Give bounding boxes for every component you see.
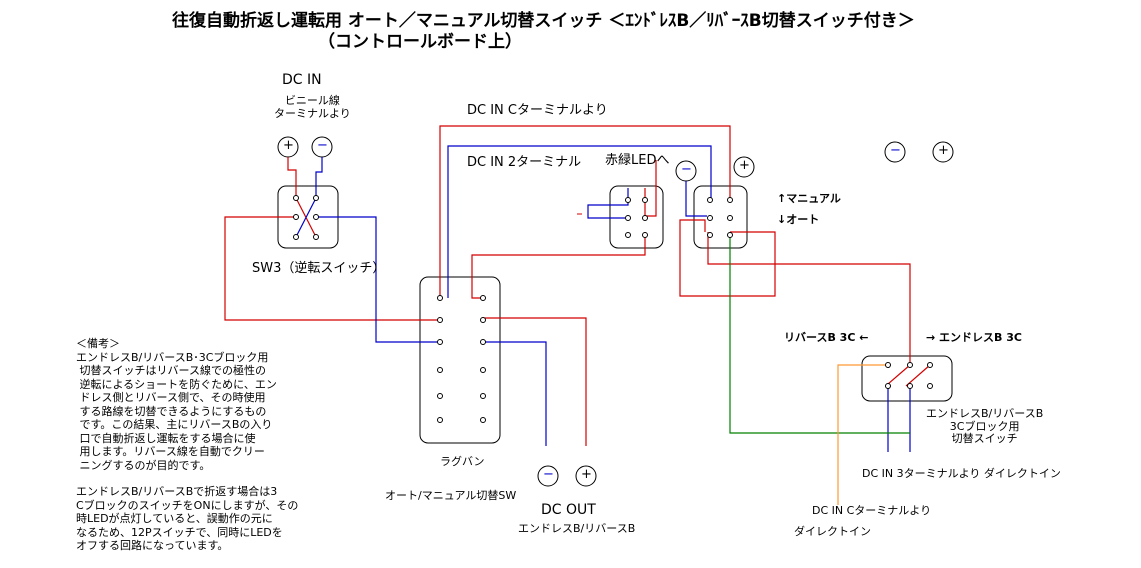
red-led-label: 赤緑LEDへ xyxy=(605,153,670,168)
page-subtitle: （コントロールボード上） xyxy=(318,32,522,52)
lugban-box xyxy=(419,276,501,444)
dc-out-label: DC OUT xyxy=(541,502,596,518)
plus-sign-dcin: + xyxy=(283,138,294,153)
minus-terminal-right xyxy=(884,141,906,163)
minus-sign-right: − xyxy=(890,143,901,158)
endless-note: エンドレスB/リバースBで折返す場合は3 CブロックのスイッチをONにしますが、… xyxy=(76,485,299,552)
plus-terminal-manual xyxy=(733,156,755,178)
block-switch-box xyxy=(861,355,953,402)
page-title: 往復自動折返し運転用 オート／マニュアル切替スイッチ ＜ｴﾝﾄﾞﾚｽB／ﾘﾊﾞｰ… xyxy=(172,11,915,31)
dc-in-2-label: DC IN 2ターミナル xyxy=(467,155,582,170)
plus-terminal-dcout xyxy=(575,465,597,487)
direct-in-label: ダイレクトイン xyxy=(794,525,871,538)
minus-sign-dcout: − xyxy=(543,467,554,482)
dc-in-3-label: DC IN 3ターミナルより ダイレクトイン xyxy=(862,467,1061,480)
remark-note: ＜備考＞ エンドレスB/リバースB･3Cブロック用 切替スイッチはリバース線での… xyxy=(76,337,277,472)
plus-sign-manual: + xyxy=(739,158,750,173)
auto-manual-sw-label: オート/マニュアル切替SW xyxy=(385,489,517,502)
lugban-label: ラグバン xyxy=(440,455,485,468)
minus-sign-led: − xyxy=(681,162,692,177)
dc-in-c-bottom-label: DC IN Cターミナルより xyxy=(812,504,932,517)
plus-sign-right: + xyxy=(938,143,949,158)
minus-terminal-dcout xyxy=(537,465,559,487)
minus-sign-dcin: − xyxy=(317,138,328,153)
auto-label: ↓オート xyxy=(777,213,820,226)
manual-auto-box xyxy=(693,185,748,249)
led-connector-box xyxy=(609,185,664,249)
dc-in-label: DC IN xyxy=(282,72,322,88)
dc-out-sub-label: エンドレスB/リバースB xyxy=(518,522,636,535)
block-switch-label: エンドレスB/リバースB 3Cブロック用 切替スイッチ xyxy=(926,407,1044,446)
sw3-label: SW3（逆転スイッチ） xyxy=(252,261,386,276)
reverse-3c-label: リバースB 3C ← xyxy=(784,331,869,344)
endless-3c-label: → エンドレスB 3C xyxy=(926,331,1022,344)
plus-terminal-right xyxy=(932,141,954,163)
manual-label: ↑マニュアル xyxy=(777,192,841,205)
vinyl-wire-label: ビニール線 ターミナルより xyxy=(274,94,351,120)
dc-in-c-top-label: DC IN Cターミナルより xyxy=(467,103,608,118)
plus-sign-dcout: + xyxy=(581,467,592,482)
